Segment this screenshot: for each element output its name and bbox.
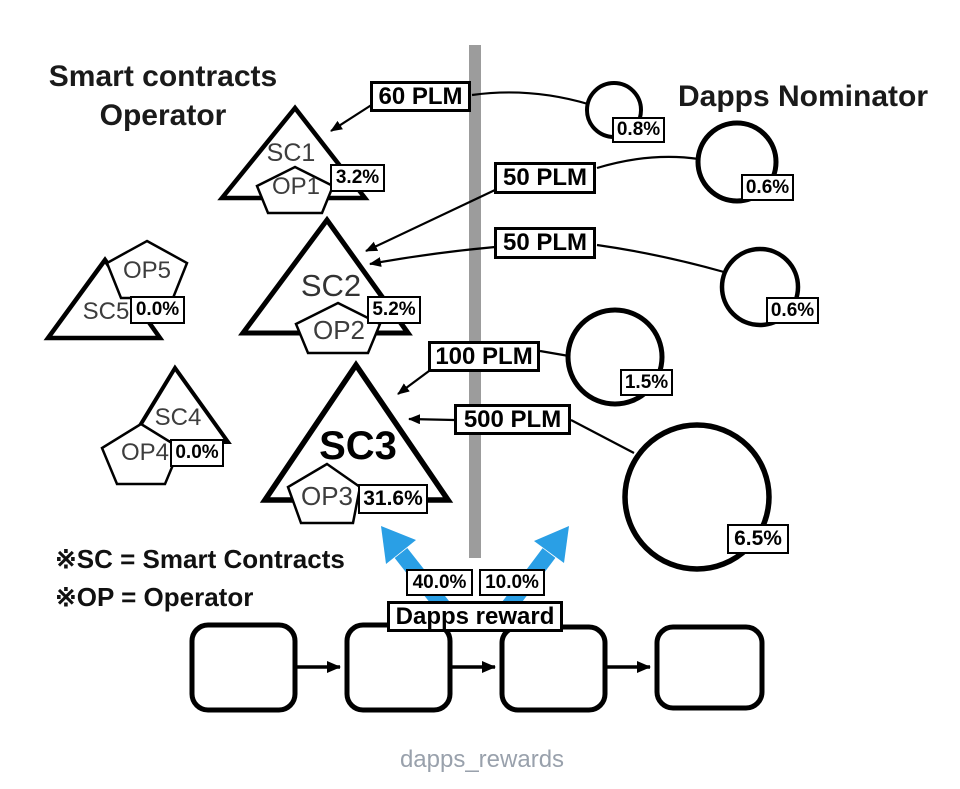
op1-pentagon xyxy=(255,165,335,215)
transfer-50plm-label-1: 50 PLM xyxy=(494,162,596,194)
flow-block-2 xyxy=(344,622,453,713)
link-60plm-to-nominator1 xyxy=(471,91,589,106)
op3-pentagon xyxy=(286,462,362,525)
link-500plm-to-nominator5 xyxy=(570,419,635,454)
divider-bar xyxy=(469,45,481,558)
arrow-60plm-to-sc1 xyxy=(330,103,374,132)
nominator4-stake-badge: 1.5% xyxy=(620,369,673,396)
op4-label: OP4 xyxy=(120,439,170,466)
arrow-50plm1-to-sc2 xyxy=(365,189,496,252)
reward-arrow-right-head xyxy=(534,526,569,563)
sc2-share-badge: 5.2% xyxy=(367,296,421,324)
transfer-60plm-label: 60 PLM xyxy=(370,81,471,112)
transfer-500plm-label: 500 PLM xyxy=(454,404,571,435)
reward-right-share-badge: 10.0% xyxy=(479,569,545,596)
nominator3-stake-badge: 0.6% xyxy=(766,297,819,324)
link-50plm2-to-nominator3 xyxy=(596,243,725,274)
sc3-share-badge: 31.6% xyxy=(358,484,428,514)
sc5-label: SC5 xyxy=(82,298,130,325)
sc1-share-badge: 3.2% xyxy=(330,164,385,192)
nominator2-stake-badge: 0.6% xyxy=(741,174,794,201)
op1-label: OP1 xyxy=(271,173,321,200)
footer-caption: dapps_rewards xyxy=(399,746,565,773)
op3-label: OP3 xyxy=(300,481,354,511)
nominator1-stake-badge: 0.8% xyxy=(612,117,665,143)
op5-label: OP5 xyxy=(122,257,172,284)
arrow-50plm2-to-sc2 xyxy=(369,245,496,267)
note-op-definition: ※OP = Operator xyxy=(55,582,254,612)
sc5-share-badge: 0.0% xyxy=(130,296,185,324)
arrow-100plm-to-sc3 xyxy=(397,370,430,395)
nominator5-stake-badge: 6.5% xyxy=(727,524,789,554)
sc4-share-badge: 0.0% xyxy=(170,439,224,467)
flow-block-4 xyxy=(654,624,765,711)
title-dapps-nominator: Dapps Nominator xyxy=(678,80,929,113)
dapps-reward-label: Dapps reward xyxy=(387,601,563,632)
note-sc-definition: ※SC = Smart Contracts xyxy=(55,544,345,574)
transfer-100plm-label: 100 PLM xyxy=(428,341,540,372)
flow-block-3 xyxy=(499,624,608,713)
sc4-label: SC4 xyxy=(154,404,202,431)
link-100plm-to-nominator4 xyxy=(539,349,570,358)
transfer-50plm-label-2: 50 PLM xyxy=(494,227,596,259)
op2-label: OP2 xyxy=(312,315,366,345)
sc1-label: SC1 xyxy=(266,139,316,167)
link-50plm1-to-nominator2 xyxy=(596,155,700,170)
arrow-500plm-to-sc3 xyxy=(408,414,455,425)
sc3-label: SC3 xyxy=(319,424,397,468)
flow-block-1 xyxy=(189,622,298,713)
title-smart-contracts-operator-line1: Smart contracts xyxy=(48,60,278,93)
reward-arrow-left-head xyxy=(381,526,416,564)
reward-left-share-badge: 40.0% xyxy=(406,569,473,596)
sc2-label: SC2 xyxy=(300,268,362,303)
title-smart-contracts-operator-line2: Operator xyxy=(99,99,227,132)
